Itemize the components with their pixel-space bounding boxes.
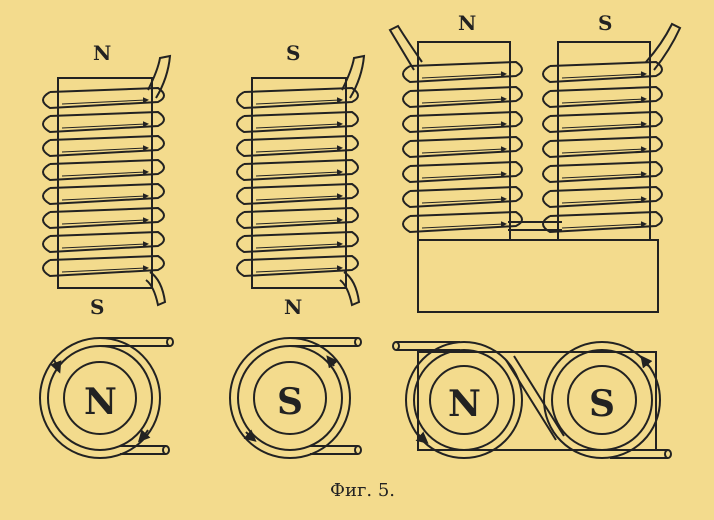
coil3-current-arrow bbox=[421, 71, 507, 79]
coil2-current-arrow bbox=[255, 145, 343, 153]
horseshoe-magnet bbox=[388, 22, 682, 313]
end-view-3 bbox=[392, 341, 672, 459]
lead-top-2 bbox=[341, 54, 366, 99]
coil4-turn bbox=[542, 60, 663, 84]
coil2-current-arrow bbox=[255, 265, 343, 273]
solenoid-1 bbox=[42, 54, 172, 307]
coil2-current-arrow bbox=[255, 193, 343, 201]
coil3-turn bbox=[402, 60, 523, 84]
end-view-3-left-label: N bbox=[448, 383, 481, 425]
coil3-current-arrow bbox=[421, 221, 507, 229]
coil3-current-arrow bbox=[421, 96, 507, 104]
coil4-turn bbox=[542, 185, 663, 209]
coil4-turn bbox=[542, 85, 663, 109]
coil2-current-arrow bbox=[255, 169, 343, 177]
coil4-current-arrow bbox=[561, 171, 647, 179]
coil2-turn bbox=[236, 230, 359, 254]
lead-bottom-2 bbox=[339, 271, 361, 307]
coil3-turn bbox=[402, 160, 523, 184]
coil1-turn bbox=[42, 230, 165, 254]
coil2-turn bbox=[236, 134, 359, 158]
coil1-current-arrow bbox=[61, 217, 149, 225]
pole-label-bottom-2: N bbox=[284, 295, 302, 319]
coil1-current-arrow bbox=[61, 145, 149, 153]
coil4-current-arrow bbox=[561, 196, 647, 204]
end-view-1 bbox=[39, 337, 174, 459]
coil1-current-arrow bbox=[61, 265, 149, 273]
end-view-2 bbox=[229, 337, 362, 459]
coil1-turn bbox=[42, 86, 165, 110]
pole-label-bottom-1: S bbox=[90, 295, 104, 319]
coil3-turn bbox=[402, 85, 523, 109]
coil2-turn bbox=[236, 86, 359, 110]
coil3-turn bbox=[402, 210, 523, 234]
coil2-turn bbox=[236, 206, 359, 230]
coil4-current-arrow bbox=[561, 121, 647, 129]
coil1-turn bbox=[42, 182, 165, 206]
coil2-turn bbox=[236, 182, 359, 206]
coil3-current-arrow bbox=[421, 171, 507, 179]
coil1-current-arrow bbox=[61, 169, 149, 177]
coil4-current-arrow bbox=[561, 221, 647, 229]
coil4-turn bbox=[542, 135, 663, 159]
coil2-current-arrow bbox=[255, 241, 343, 249]
coil3-turn bbox=[402, 110, 523, 134]
end-view-3-right-label: S bbox=[589, 383, 615, 425]
coil3-current-arrow bbox=[421, 196, 507, 204]
core-2 bbox=[251, 77, 347, 289]
coil1-current-arrow bbox=[61, 241, 149, 249]
coil1-current-arrow bbox=[61, 121, 149, 129]
coil2-turn bbox=[236, 110, 359, 134]
horseshoe-lead-left bbox=[388, 24, 423, 71]
coil3-turn bbox=[402, 185, 523, 209]
coil2-turn bbox=[236, 254, 359, 278]
horseshoe-lead-right bbox=[645, 22, 682, 71]
pole-label-top-2: S bbox=[286, 41, 300, 65]
coil2-current-arrow bbox=[255, 217, 343, 225]
lead-top-1 bbox=[147, 54, 172, 99]
coil2-current-arrow bbox=[255, 121, 343, 129]
coil4-current-arrow bbox=[561, 96, 647, 104]
end-view-1-label: N bbox=[84, 381, 117, 423]
coil1-current-arrow bbox=[61, 193, 149, 201]
coil4-current-arrow bbox=[561, 71, 647, 79]
coil2-current-arrow bbox=[255, 97, 343, 105]
coil1-turn bbox=[42, 206, 165, 230]
pole-label-top-1: N bbox=[93, 41, 111, 65]
coil3-current-arrow bbox=[421, 121, 507, 129]
core-1 bbox=[57, 77, 153, 289]
coil1-turn bbox=[42, 134, 165, 158]
coil1-turn bbox=[42, 110, 165, 134]
coil1-turn bbox=[42, 254, 165, 278]
pole-label-horseshoe-right: S bbox=[598, 11, 612, 35]
horseshoe-base bbox=[417, 239, 659, 313]
coil3-turn bbox=[402, 135, 523, 159]
coil4-turn bbox=[542, 110, 663, 134]
horseshoe-bridge-wire bbox=[508, 221, 562, 231]
coil4-turn bbox=[542, 160, 663, 184]
coil3-current-arrow bbox=[421, 146, 507, 154]
coil4-current-arrow bbox=[561, 146, 647, 154]
coil1-turn bbox=[42, 158, 165, 182]
coil2-turn bbox=[236, 158, 359, 182]
solenoid-2 bbox=[236, 54, 366, 307]
coil1-current-arrow bbox=[61, 97, 149, 105]
pole-label-horseshoe-left: N bbox=[458, 11, 476, 35]
end-view-2-label: S bbox=[277, 381, 303, 423]
lead-bottom-1 bbox=[145, 271, 167, 307]
figure-caption: Фиг. 5. bbox=[330, 480, 395, 501]
